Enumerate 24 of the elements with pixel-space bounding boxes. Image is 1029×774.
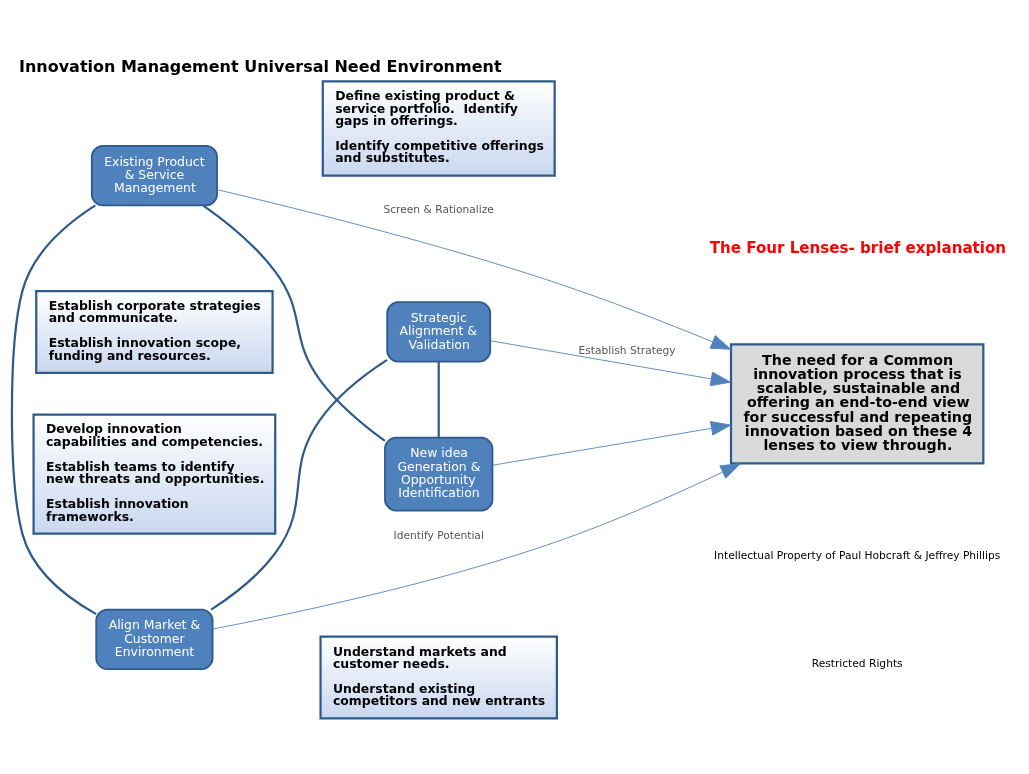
arrow [492,420,732,466]
node-box: Establish corporate strategies and communicate. Establish innovation scope, funding and resources. [35,289,274,374]
label: Intellectual Property of Paul Hobcraft & Jeffrey Phillips [714,548,1001,562]
node-box: Understand markets and customer needs. Understand existing competitors and new entrants [319,635,558,720]
edge-label: Screen & Rationalize [383,202,494,216]
node-box: Existing Product & Service Management [90,144,218,206]
node-box: Strategic Alignment & Validation [386,300,492,363]
node-box: Develop innovation capabilities and competencies. Establish teams to identify new threats and opportunities. Establish innovation frameworks. [32,413,277,535]
connector [210,358,388,610]
edge-label: Establish Strategy [578,343,676,357]
label: The Four Lenses- brief explanation [709,238,1007,257]
node-box: The need for a Common innovation process that is scalable, sustainable and offering an end-to-end view for successful and repeating innovation based on these 4 lenses to view through. [729,342,985,465]
connector [202,204,386,442]
arrow [489,339,732,386]
node-box: Define existing product & service portfolio. Identify gaps in offerings. Identify competitive offerings and substitutes. [321,79,556,177]
connector [437,361,440,437]
node-box: New idea Generation & Opportunity Identification [384,436,494,511]
node-box: Align Market & Customer Environment [95,608,214,670]
arrow [212,462,741,629]
diagram-title: Innovation Management Universal Need Environment [19,56,502,76]
connector [10,204,97,615]
edge-label: Identify Potential [393,528,484,542]
label: Restricted Rights [811,656,903,670]
arrow [216,188,732,350]
